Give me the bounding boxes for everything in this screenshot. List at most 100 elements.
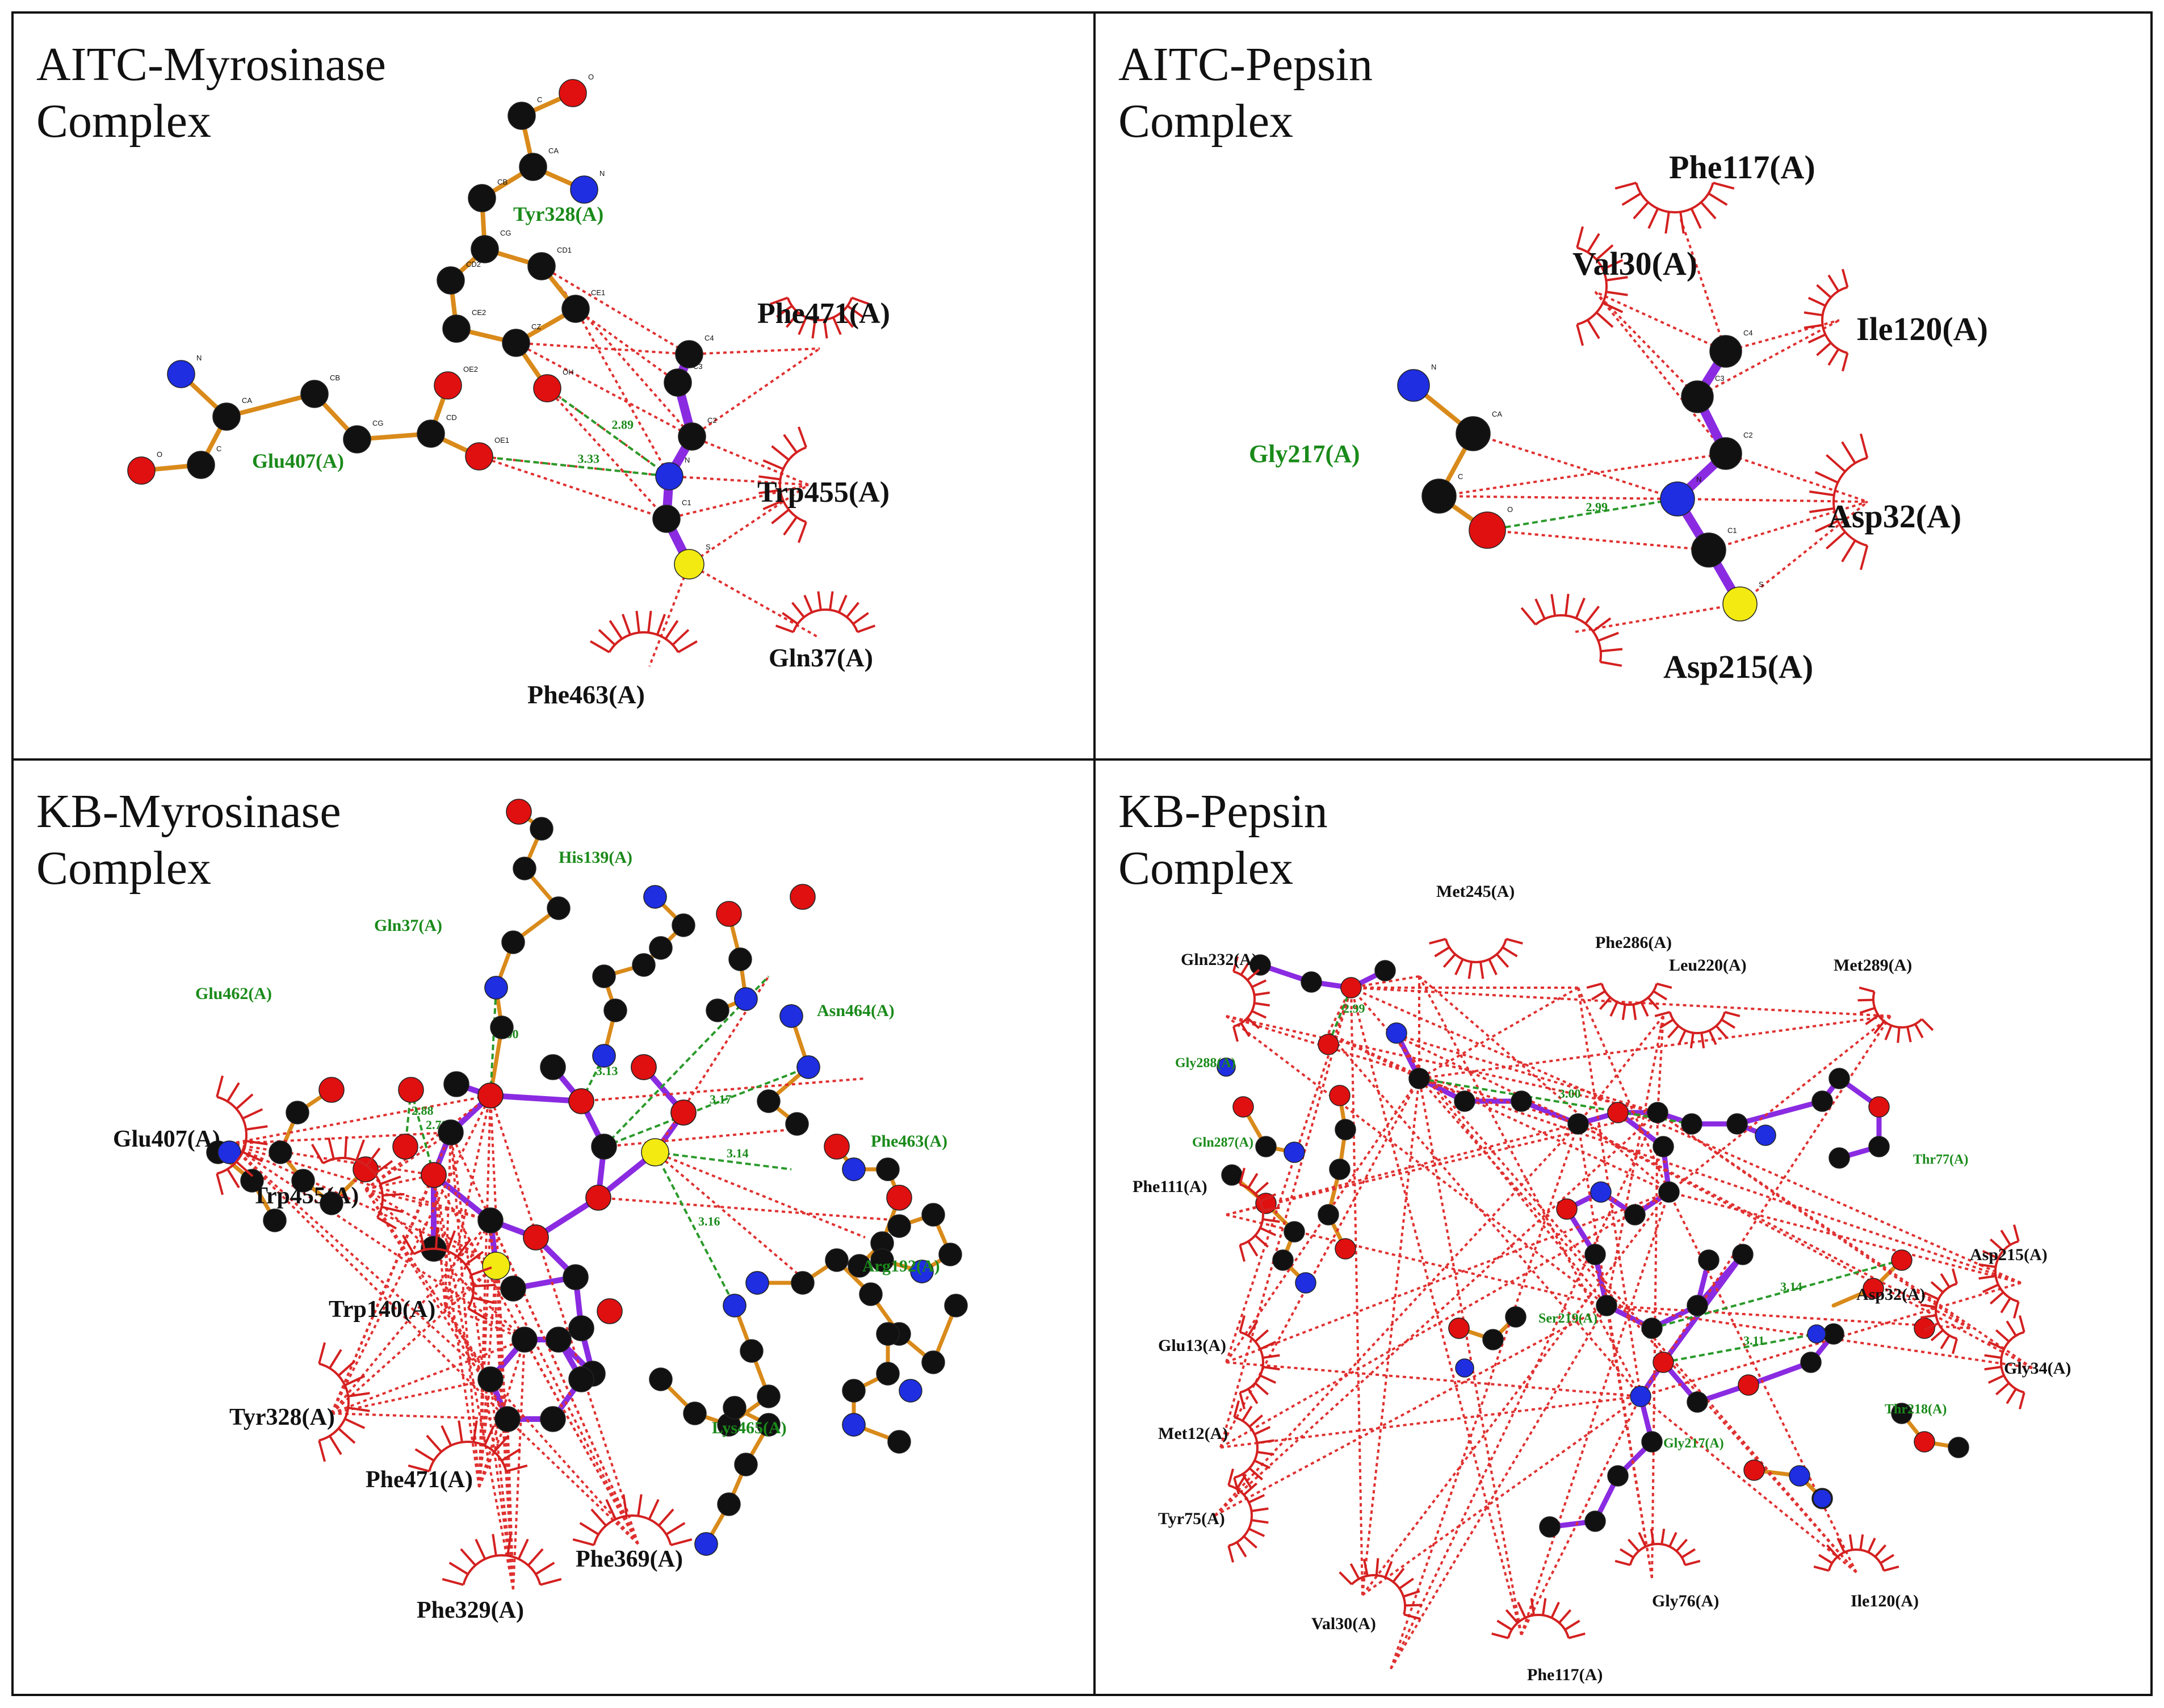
carbon-atom (500, 1275, 526, 1302)
hydrophobic-contact-line (330, 1265, 497, 1415)
hbond-residue-label: Glu462(A) (195, 984, 272, 1003)
carbon-atom (1335, 1119, 1356, 1140)
carbon-atom (603, 998, 627, 1022)
hydrophobic-contact-line (1668, 1191, 1857, 1573)
hbond-distance: 3.33 (578, 452, 600, 466)
hydrophobic-contact-line (1679, 217, 1727, 352)
carbon-atom (848, 1254, 871, 1278)
hydrophobic-arc-icon (1586, 983, 1672, 1020)
carbon-atom (870, 1248, 894, 1272)
hydrophobic-contact-line (433, 1174, 514, 1590)
nitrogen-atom (1397, 369, 1430, 402)
oxygen-atom (392, 1134, 418, 1160)
nitrogen-atom (1813, 1489, 1832, 1508)
hydrophobic-contact-line (506, 1419, 514, 1590)
hydrophobic-contact-line (1219, 987, 1352, 1448)
nitrogen-atom (1755, 1124, 1776, 1146)
hydrophobic-contact-line (489, 1220, 639, 1545)
residue-label: Phe471(A) (757, 297, 890, 330)
carbon-atom (547, 896, 571, 920)
nitrogen-atom (1284, 1142, 1305, 1163)
hydrophobic-arc-icon (572, 1494, 693, 1546)
carbon-atom (263, 1208, 287, 1232)
hbond-distance: 3.16 (698, 1214, 720, 1228)
hydrophobic-contact-line (450, 1132, 480, 1488)
oxygen-atom (1743, 1459, 1765, 1481)
hbond-residue-label: Gln287(A) (1192, 1135, 1253, 1150)
hbond-distance: 2.99 (1586, 500, 1608, 514)
carbon-atom (513, 857, 536, 880)
residue-label: Trp455(A) (252, 1183, 359, 1209)
hbond-residue-label: Arg192(A) (862, 1257, 940, 1275)
atom-label: OH (563, 368, 574, 376)
atom-label: N (685, 456, 690, 464)
residue-label: Val30(A) (1572, 245, 1697, 282)
hydrophobic-arc-icon (1429, 938, 1523, 979)
atom-label: C2 (707, 416, 717, 425)
hydrophobic-contact-line (1350, 987, 1523, 1635)
hydrophobic-contact-line (1487, 529, 1709, 551)
hydrophobic-contact-line (1419, 1077, 2022, 1284)
oxygen-atom (1335, 1238, 1356, 1260)
nitrogen-atom (484, 976, 508, 1000)
hydrophobic-contact-line (1361, 1191, 1670, 1596)
oxygen-atom (506, 799, 532, 825)
hydrophobic-arc-icon (1978, 1224, 2020, 1319)
residue-label: Gly76(A) (1652, 1592, 1719, 1610)
carbon-atom (1948, 1437, 1969, 1458)
hbond-residue-label: Gly217(A) (1249, 440, 1360, 468)
atom-label: CG (372, 419, 384, 427)
hydrophobic-contact-line (1577, 1015, 1664, 1125)
oxygen-atom (127, 456, 156, 485)
residue-label: Gly34(A) (2004, 1359, 2071, 1378)
hydrophobic-contact-line (1473, 433, 1678, 500)
carbon-atom (1829, 1147, 1850, 1169)
hydrophobic-contact-line (1708, 501, 1868, 551)
residue-label: Phe111(A) (1133, 1177, 1207, 1196)
carbon-atom (530, 817, 553, 841)
oxygen-atom (434, 371, 462, 400)
carbon-atom (291, 1169, 315, 1193)
nitrogen-atom (842, 1157, 866, 1181)
nitrogen-atom (1455, 1358, 1474, 1378)
hydrophobic-arc-icon (1614, 182, 1735, 234)
hbond-residue-label: Thr218(A) (1885, 1402, 1947, 1417)
hydrophobic-contact-line (478, 1095, 492, 1488)
atom-label: CA (548, 146, 559, 155)
hydrophobic-contact-line (229, 1143, 491, 1222)
hbond-distance: 3.00 (1559, 1086, 1581, 1101)
carbon-atom (632, 953, 656, 977)
oxygen-atom (1556, 1198, 1578, 1220)
hydrophobic-arc-icon (318, 1342, 370, 1462)
nitrogen-atom (1386, 1022, 1407, 1044)
oxygen-atom (886, 1185, 912, 1211)
oxygen-atom (353, 1156, 379, 1182)
hydrophobic-contact-line (1656, 1111, 2033, 1369)
carbon-atom (1698, 1249, 1720, 1271)
carbon-atom (442, 314, 471, 343)
carbon-atom (1567, 1113, 1589, 1135)
carbon-atom (1647, 1102, 1668, 1123)
carbon-atom (1709, 335, 1742, 368)
hbond-residue-label: Tyr328(A) (513, 203, 603, 225)
carbon-atom (1539, 1516, 1561, 1538)
nitrogen-atom (1590, 1181, 1612, 1203)
atom-label: CA (1492, 410, 1502, 418)
hydrophobic-contact-line (364, 1188, 497, 1267)
carbon-atom (1641, 1317, 1663, 1339)
hydrophobic-arc-icon (311, 1136, 405, 1229)
carbon-atom (649, 936, 673, 960)
carbon-atom (494, 1406, 521, 1432)
carbon-atom (212, 402, 241, 431)
carbon-atom (1891, 1403, 1913, 1424)
carbon-atom (1454, 1090, 1475, 1112)
carbon-atom (740, 1339, 764, 1363)
atom-label: C3 (1715, 374, 1725, 383)
hydrophobic-contact-line (489, 1379, 514, 1590)
hbond-residue-label: Asn464(A) (817, 1001, 895, 1020)
hbond-line (410, 1089, 435, 1176)
hydrophobic-contact-line (1418, 975, 1670, 1193)
hydrophobic-contact-line (1350, 987, 1364, 1596)
hbond-residue-label: Ser219(A) (1538, 1311, 1597, 1326)
oxygen-atom (523, 1224, 549, 1250)
